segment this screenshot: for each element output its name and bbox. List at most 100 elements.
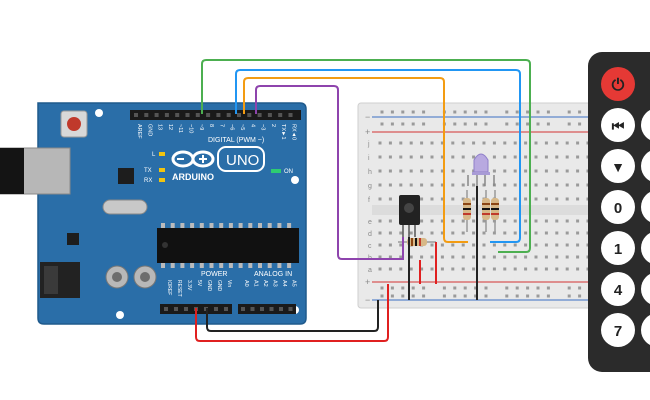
remote-button-rewind[interactable]	[601, 108, 635, 142]
rail-hole	[546, 294, 550, 298]
header-pin	[164, 307, 168, 311]
breadboard-hole	[399, 155, 403, 159]
remote-button-partial[interactable]	[641, 108, 650, 142]
remote-button-power[interactable]	[601, 67, 635, 101]
chip-pin	[267, 223, 272, 228]
breadboard-hole	[378, 197, 382, 201]
header-pin	[241, 307, 245, 311]
breadboard-hole	[534, 231, 538, 235]
reset-button-cap	[67, 117, 81, 131]
row-letter: c	[368, 243, 372, 250]
power-pin-label: GND	[216, 280, 222, 292]
breadboard-hole	[420, 219, 424, 223]
header-pin	[226, 113, 231, 117]
chip-pin	[199, 263, 204, 268]
wire-purple	[255, 85, 404, 260]
digital-pin-label: 8	[208, 124, 214, 127]
power-pin-label: 5V	[196, 280, 202, 287]
rgb-led	[467, 153, 495, 186]
digital-pin-label: ~10	[188, 124, 194, 133]
breadboard-hole	[440, 141, 444, 145]
remote-button-7[interactable]	[601, 313, 635, 347]
row-letter: a	[368, 267, 372, 274]
breadboard-hole	[440, 197, 444, 201]
breadboard-hole	[378, 231, 382, 235]
breadboard-hole	[576, 255, 580, 259]
breadboard-hole	[565, 169, 569, 173]
wire-green	[201, 59, 531, 253]
chip-pin	[277, 263, 282, 268]
rail-hole	[411, 122, 415, 126]
remote-button-label: 7	[614, 323, 622, 340]
row-letter: f	[368, 197, 370, 204]
rail-hole	[453, 286, 457, 290]
breadboard-hole	[461, 155, 465, 159]
rail-hole	[484, 286, 488, 290]
breadboard-hole	[472, 243, 476, 247]
breadboard-hole	[492, 267, 496, 271]
analog-pin-label: A1	[253, 280, 259, 287]
chip-pin	[209, 263, 214, 268]
remote-button-down[interactable]	[601, 149, 635, 183]
board-pcb	[37, 102, 307, 325]
remote-button-1[interactable]	[601, 231, 635, 265]
breadboard-hole	[503, 219, 507, 223]
breadboard-hole	[440, 219, 444, 223]
rgb-led-rim	[472, 172, 490, 175]
analog-pin-label: A5	[291, 280, 297, 287]
rail-hole	[578, 122, 582, 126]
breadboard-hole	[534, 219, 538, 223]
rail-hole	[411, 286, 415, 290]
breadboard-hole	[440, 267, 444, 271]
remote-button-0[interactable]	[601, 190, 635, 224]
breadboard-hole	[420, 155, 424, 159]
resistor-band	[415, 238, 417, 246]
breadboard-hole	[576, 219, 580, 223]
rail-hole	[422, 294, 426, 298]
breadboard: − + j i h g f e d c b a + −	[357, 102, 650, 309]
rail-hole	[380, 294, 384, 298]
rail-hole	[453, 122, 457, 126]
breadboard-hole	[409, 141, 413, 145]
regulator-chip	[67, 233, 79, 245]
rail-hole	[463, 286, 467, 290]
breadboard-hole	[524, 255, 528, 259]
breadboard-hole	[534, 267, 538, 271]
rail-hole	[390, 110, 394, 114]
rail-hole	[536, 286, 540, 290]
header-pin	[250, 307, 255, 311]
rail-hole	[484, 110, 488, 114]
breadboard-hole	[544, 183, 548, 187]
led-l	[159, 152, 165, 156]
analog-pin-label: A3	[272, 280, 278, 287]
rail-hole	[515, 294, 519, 298]
power-header-label: POWER	[201, 271, 227, 278]
remote-button-partial[interactable]	[641, 149, 650, 183]
chip-pin	[267, 263, 272, 268]
capacitor-top	[140, 272, 150, 282]
remote-button-partial[interactable]	[641, 231, 650, 265]
breadboard-hole	[472, 183, 476, 187]
remote-button-partial[interactable]	[641, 190, 650, 224]
remote-button-4[interactable]	[601, 272, 635, 306]
remote-button-partial[interactable]	[641, 313, 650, 347]
breadboard-hole	[388, 231, 392, 235]
digital-pin-label: 12	[167, 124, 173, 130]
breadboard-hole	[420, 231, 424, 235]
header-pin	[154, 113, 159, 117]
breadboard-hole	[492, 231, 496, 235]
breadboard-hole	[440, 183, 444, 187]
wires	[195, 59, 531, 342]
arduino-brand-label: ARDUINO	[172, 172, 214, 182]
breadboard-hole	[472, 141, 476, 145]
breadboard-hole	[388, 219, 392, 223]
rail-minus-label-bottom: −	[365, 295, 370, 305]
chip-pin	[287, 263, 292, 268]
breadboard-hole	[378, 183, 382, 187]
rail-hole	[463, 110, 467, 114]
led-l-label: L	[152, 152, 156, 158]
remote-button-partial[interactable]	[641, 272, 650, 306]
